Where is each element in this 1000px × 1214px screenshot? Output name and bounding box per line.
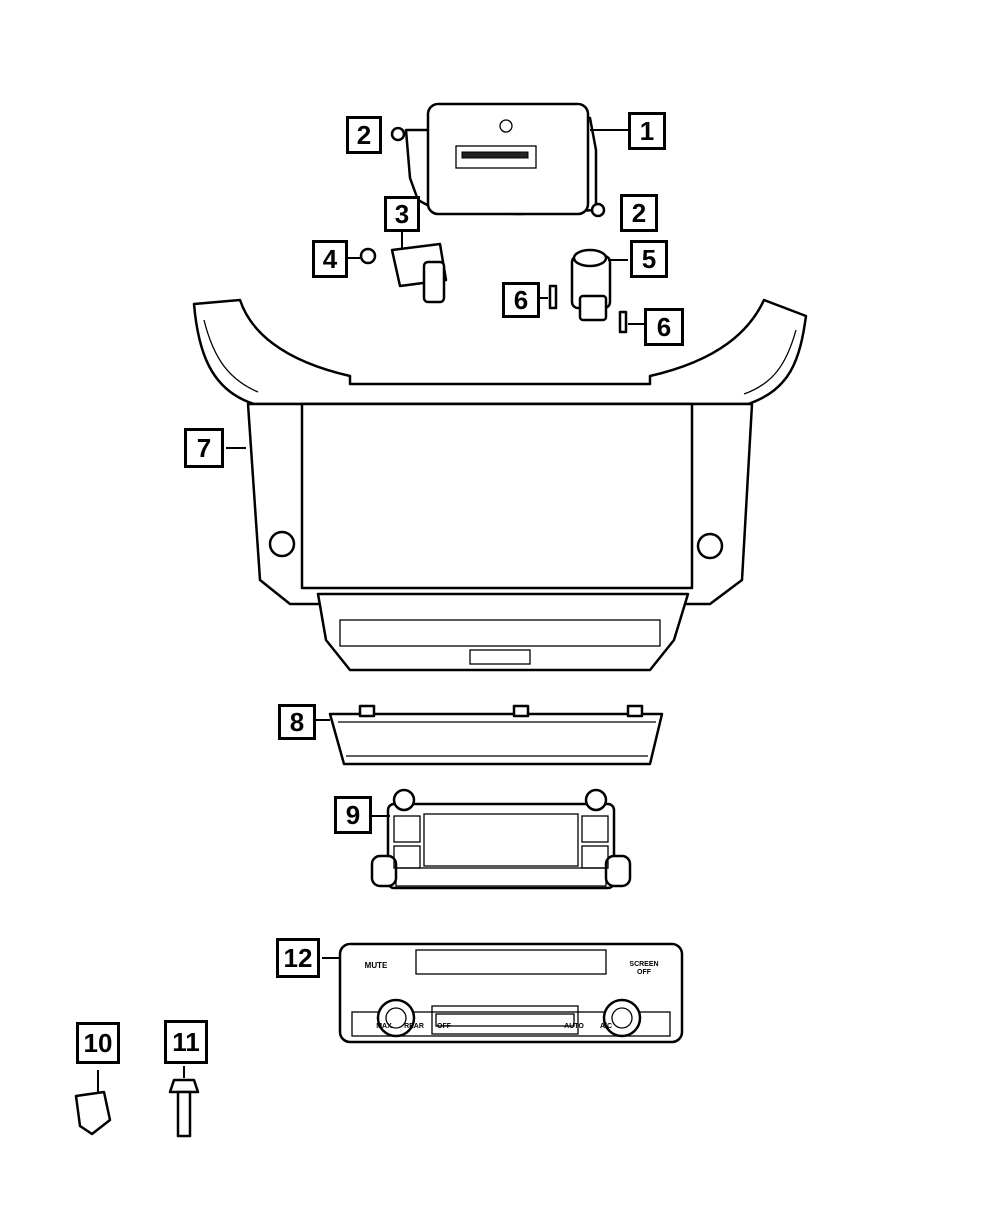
nut-part-4 [346, 247, 377, 265]
bolt-part-11 [168, 1066, 200, 1138]
callout-4: 4 [312, 240, 348, 278]
callout-8-label: 8 [289, 706, 305, 737]
callout-2-label: 2 [356, 119, 372, 150]
radio-control-part-12: MUTE SCREEN OFF MAX REAR OFF AUTO A/C [322, 942, 684, 1044]
callout-6-left: 6 [502, 282, 540, 318]
nut-part-2 [390, 126, 606, 218]
callout-6-label: 6 [656, 311, 672, 342]
callout-12: 12 [276, 938, 320, 978]
callout-1: 1 [628, 112, 666, 150]
screw-part-6 [540, 284, 644, 334]
callout-10: 10 [76, 1022, 120, 1064]
ac-label: A/C [600, 1023, 612, 1030]
callout-1-label: 1 [639, 115, 655, 146]
mute-label: MUTE [365, 961, 388, 970]
sensor-part-3 [390, 232, 448, 304]
callout-9: 9 [334, 796, 372, 834]
callout-2-top: 2 [346, 116, 382, 154]
max-label: MAX [376, 1023, 392, 1030]
bezel-part-7 [192, 298, 808, 672]
module-part-1 [404, 102, 628, 216]
climate-control-part-9 [370, 788, 632, 890]
callout-6-label: 6 [513, 284, 529, 315]
rear-label: REAR [404, 1023, 424, 1030]
callout-11-label: 11 [172, 1026, 200, 1057]
callout-11: 11 [164, 1020, 208, 1064]
callout-2-label: 2 [631, 197, 647, 228]
auto-label: AUTO [564, 1023, 584, 1030]
clip-part-10 [74, 1070, 112, 1136]
callout-8: 8 [278, 704, 316, 740]
screen-label: SCREEN [629, 961, 658, 968]
callout-4-label: 4 [322, 243, 338, 274]
callout-5-label: 5 [641, 243, 657, 274]
callout-5: 5 [630, 240, 668, 278]
callout-6-right: 6 [644, 308, 684, 346]
connector-part-5 [570, 248, 628, 322]
callout-7: 7 [184, 428, 224, 468]
trim-part-8 [316, 704, 664, 766]
off-label: OFF [437, 1023, 452, 1030]
screen-off-label: OFF [637, 969, 652, 976]
callout-7-label: 7 [196, 432, 212, 463]
callout-12-label: 12 [283, 942, 313, 973]
callout-3: 3 [384, 196, 420, 232]
callout-10-label: 10 [83, 1027, 113, 1058]
callout-2-right: 2 [620, 194, 658, 232]
callout-3-label: 3 [394, 198, 410, 229]
callout-9-label: 9 [345, 799, 361, 830]
